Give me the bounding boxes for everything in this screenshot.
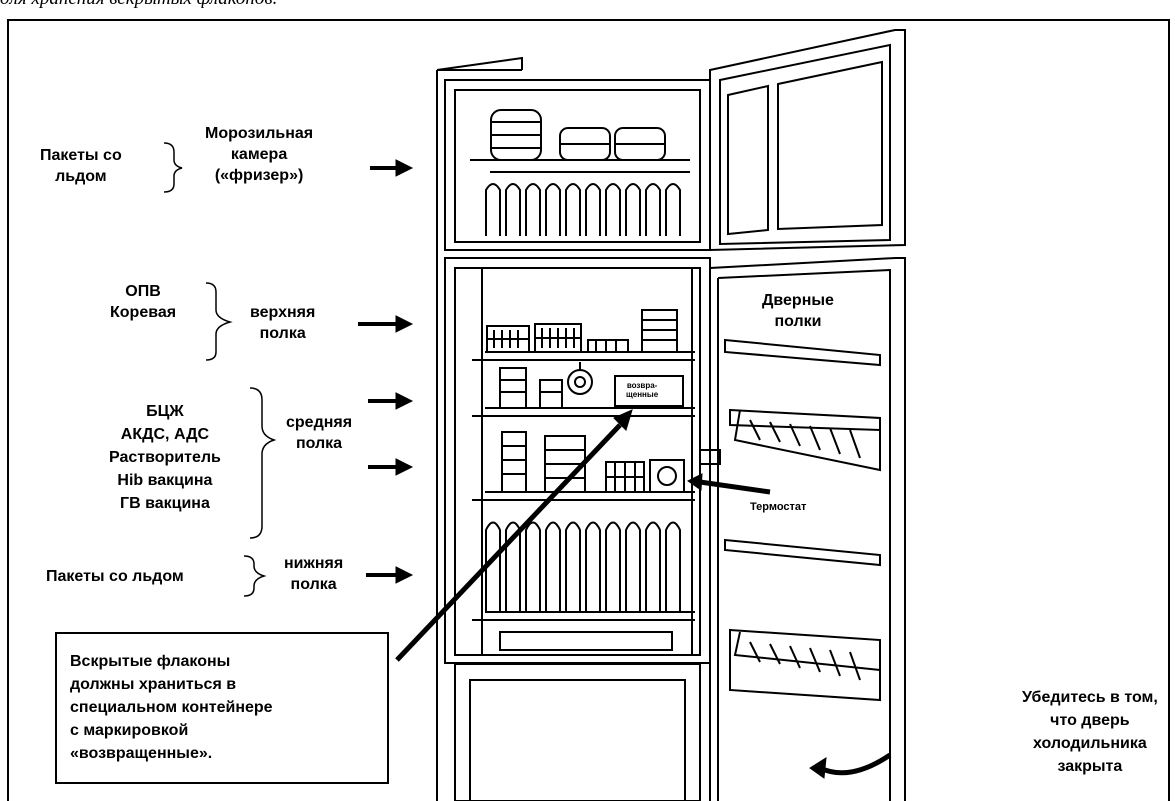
opened-vials-note-box: Вскрытые флаконы должны храниться в спец… [55, 632, 389, 784]
braces [164, 143, 274, 596]
label-returned-container: возвра-щенные [626, 381, 658, 399]
label-thermostat: Термостат [750, 501, 806, 513]
upper-shelf-boxes [487, 310, 677, 352]
freezer-bottles [486, 184, 680, 236]
freezer-ice-trays [491, 110, 665, 160]
bottom-shelf-bottles [472, 523, 695, 621]
vegetable-drawer [455, 632, 700, 801]
main-door [700, 258, 905, 801]
freezer-door [710, 30, 905, 250]
label-ice-packs-bottom: Пакеты со льдом [46, 566, 184, 587]
